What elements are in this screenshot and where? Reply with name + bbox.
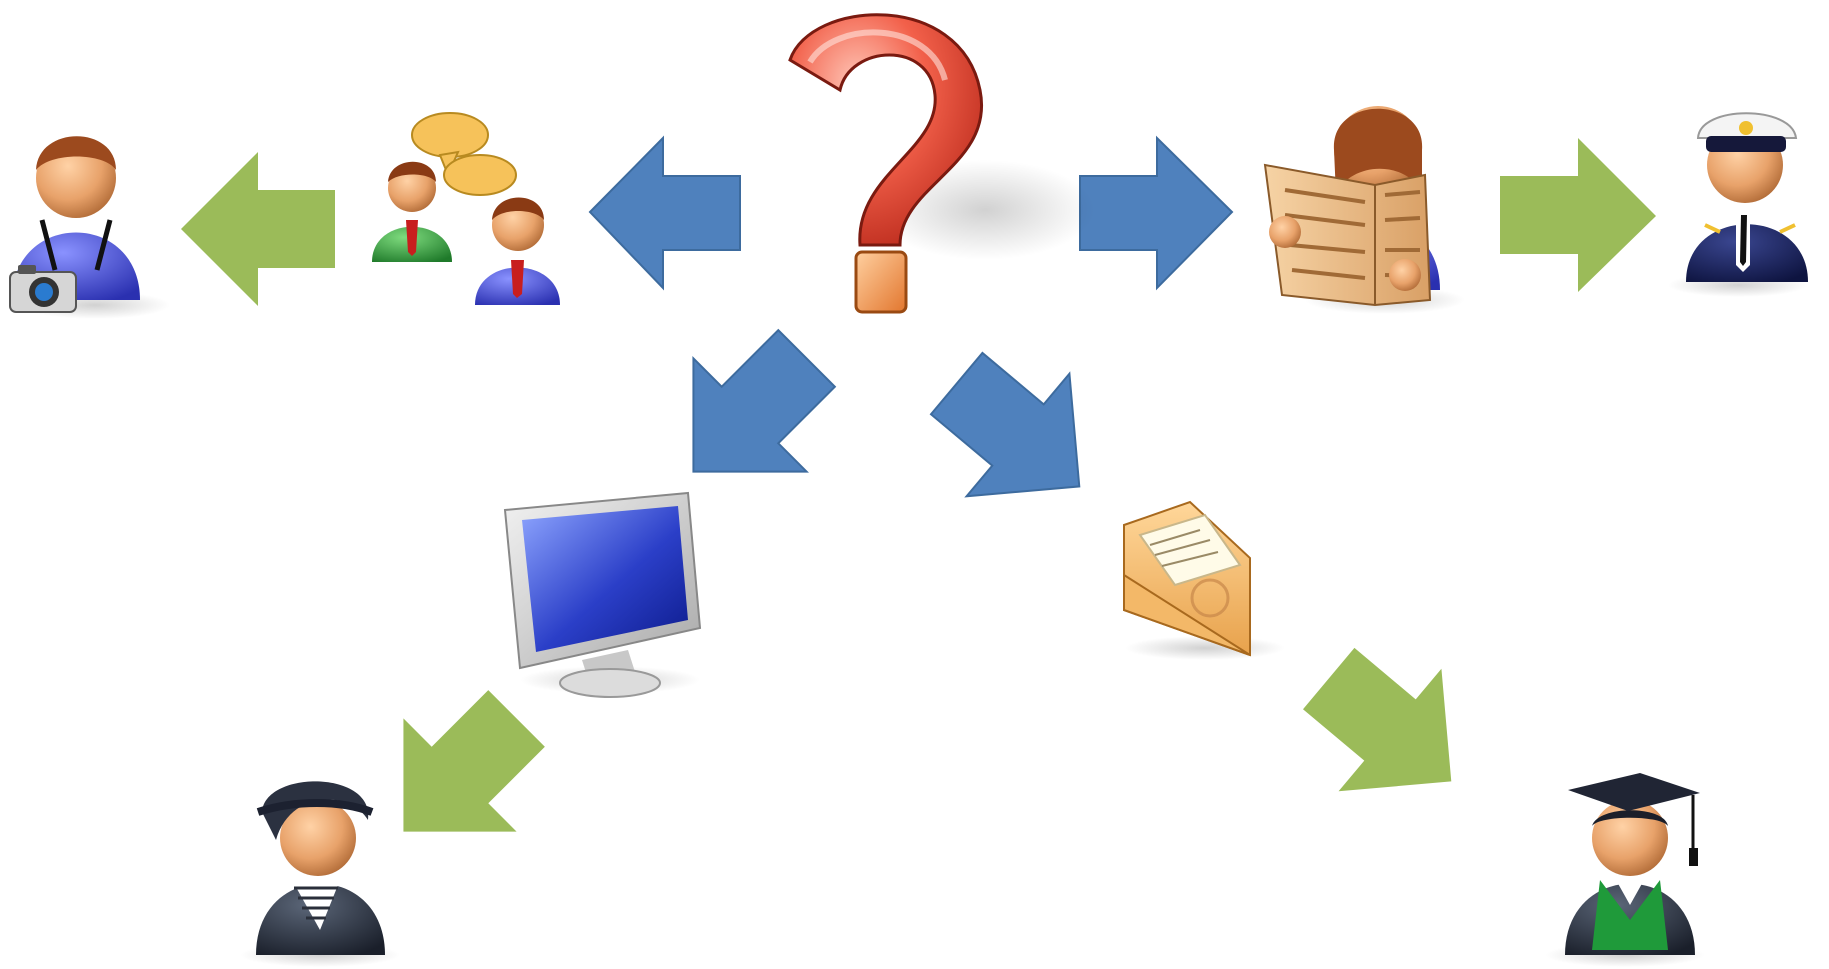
arrow-to-sailor bbox=[403, 690, 545, 832]
computer-monitor-icon bbox=[503, 491, 702, 698]
newspaper-reader-icon bbox=[1263, 106, 1465, 314]
arrow-to-envelope bbox=[929, 351, 1081, 498]
arrow-to-newspaper-reader bbox=[1079, 135, 1234, 291]
arrow-to-captain bbox=[1500, 138, 1656, 292]
sailor-icon bbox=[240, 781, 400, 967]
arrow-to-graduate bbox=[1303, 647, 1452, 792]
arrow-to-conversation bbox=[588, 135, 741, 291]
captain-icon bbox=[1668, 112, 1808, 297]
arrow-to-computer bbox=[692, 328, 837, 473]
question-mark-icon bbox=[788, 13, 1095, 314]
photographer-icon bbox=[9, 136, 170, 319]
arrow-to-photographer bbox=[181, 152, 335, 306]
conversation-icon bbox=[372, 112, 560, 305]
graduate-icon bbox=[1545, 773, 1705, 967]
envelope-icon bbox=[1123, 500, 1285, 660]
